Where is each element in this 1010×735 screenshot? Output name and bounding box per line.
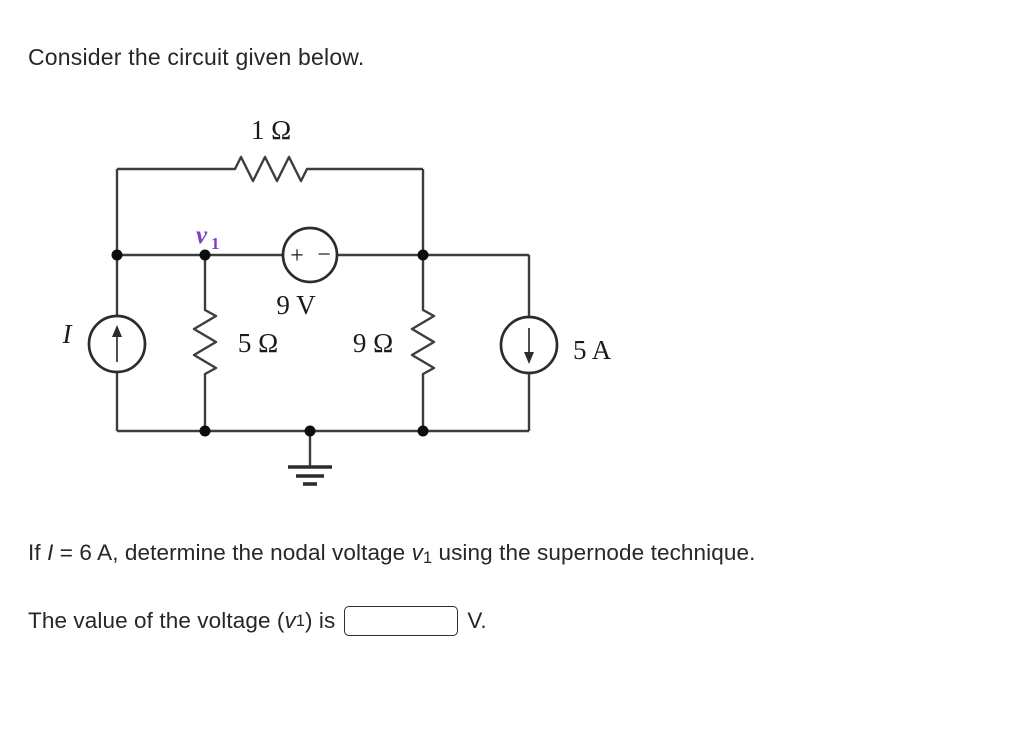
question-voltage-variable: v xyxy=(411,540,423,565)
question-suffix: using the supernode technique. xyxy=(432,540,756,565)
node-dot-v1 xyxy=(199,249,211,261)
voltage-source-plus-sign: + xyxy=(290,243,304,269)
ground-symbol xyxy=(288,431,332,486)
top-wire-resistor-1ohm xyxy=(117,155,423,183)
node-dot-bottom-left xyxy=(199,425,211,437)
voltage-source-9v-symbol: + − xyxy=(281,226,339,284)
question-middle: = 6 A, determine the nodal voltage xyxy=(53,540,412,565)
resistor-left-label: 5 Ω xyxy=(238,328,278,358)
current-source-I-arrow-up-icon xyxy=(112,325,122,337)
voltage-source-minus-sign: − xyxy=(317,242,331,268)
node-dot-bottom-center xyxy=(304,425,316,437)
resistor-right-label: 9 Ω xyxy=(353,328,393,358)
resistor-9ohm-branch xyxy=(410,255,436,431)
node-v1-subscript: 1 xyxy=(211,234,220,253)
question-voltage-subscript: 1 xyxy=(423,548,433,567)
answer-unit: V. xyxy=(467,608,487,633)
answer-middle: ) is xyxy=(304,608,336,633)
resistor-top-label: 1 Ω xyxy=(251,115,291,145)
voltage-source-circle xyxy=(281,226,339,284)
answer-voltage-variable: v xyxy=(284,608,296,633)
voltage-answer-input[interactable] xyxy=(344,606,459,636)
current-source-I-label: I xyxy=(62,319,74,349)
current-source-5a-arrow-down-icon xyxy=(524,352,534,364)
node-dot-right xyxy=(417,249,429,261)
answer-prefix: The value of the voltage ( xyxy=(28,608,285,633)
current-source-5a-label: 5 A xyxy=(573,335,612,365)
question-current-variable: I xyxy=(47,540,54,565)
node-v1-label: v xyxy=(196,222,208,249)
question-intro: Consider the circuit given below. xyxy=(28,44,365,70)
current-source-5a-symbol xyxy=(499,315,559,375)
question-statement: If I = 6 A, determine the nodal voltage … xyxy=(28,538,755,573)
resistor-5ohm-branch xyxy=(192,255,218,431)
node-dot-left xyxy=(111,249,123,261)
circuit-diagram: + − 1 Ω v 1 9 V I 5 Ω 9 Ω 5 A xyxy=(0,100,680,500)
voltage-source-value-label: 9 V xyxy=(276,290,316,320)
circuit-svg: + − 1 Ω v 1 9 V I 5 Ω 9 Ω 5 A xyxy=(62,115,612,486)
current-source-I-symbol xyxy=(87,314,147,374)
question-prefix: If xyxy=(28,540,48,565)
node-dot-bottom-right xyxy=(417,425,429,437)
answer-voltage-subscript: 1 xyxy=(295,612,305,630)
